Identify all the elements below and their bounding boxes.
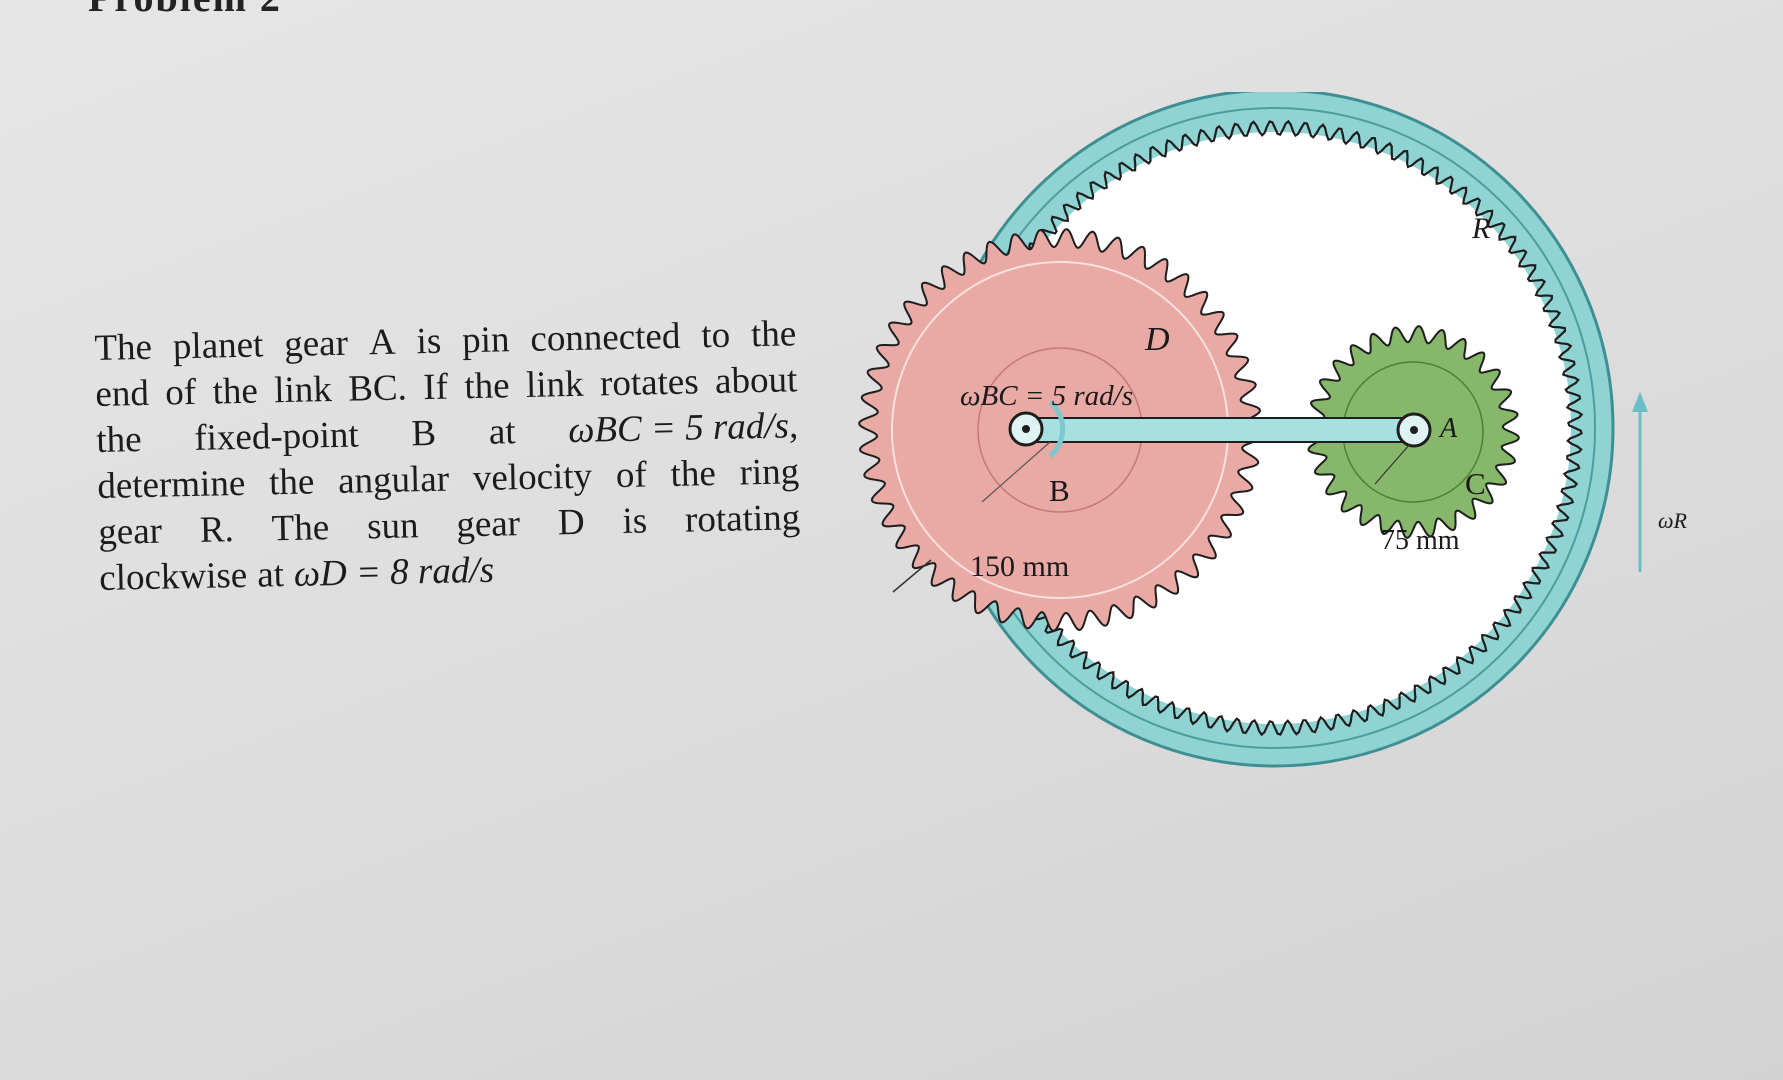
word: link	[525, 363, 584, 406]
word: planet	[172, 324, 264, 368]
word: R.	[199, 509, 235, 551]
word: rotates	[599, 361, 700, 405]
word: at	[488, 411, 516, 453]
problem-heading-fragment: Problem 2	[88, 0, 282, 21]
word: clockwise	[98, 554, 248, 599]
word: rotating	[684, 497, 801, 541]
word: sun	[366, 505, 419, 548]
word: velocity	[472, 455, 593, 500]
word: link	[273, 369, 333, 412]
word: of	[615, 454, 648, 497]
word: at	[256, 554, 285, 596]
pin-b-label: B	[1049, 473, 1070, 508]
figure-labels: R D ωBC = 5 rad/s A B C 150 mm 75 mm ωR	[960, 212, 1688, 583]
word: end	[95, 372, 150, 415]
word: the	[268, 461, 315, 504]
sun-radius-dimension-line	[892, 559, 932, 593]
word: the	[95, 419, 143, 461]
word: BC.	[347, 367, 408, 410]
word: determine	[96, 462, 246, 507]
pin-c-center	[1410, 426, 1418, 434]
word: If	[422, 366, 449, 409]
word: gear	[97, 510, 163, 553]
word: the	[670, 453, 717, 495]
omega-bc-expression: ωBC = 5 rad/s,	[567, 405, 799, 452]
word: A	[368, 321, 397, 364]
word: connected	[529, 315, 681, 360]
word: The	[271, 507, 330, 550]
sun-gear-label: D	[1144, 321, 1170, 358]
word: the	[463, 365, 510, 408]
omega-r-label: ωR	[1658, 508, 1688, 533]
sun-radius-leader	[981, 441, 1051, 503]
word: about	[714, 359, 798, 403]
word: The	[94, 326, 153, 369]
word: gear	[283, 322, 349, 366]
word: is	[416, 320, 442, 363]
word: the	[750, 313, 797, 356]
word: ring	[739, 451, 800, 494]
word: is	[622, 500, 648, 542]
word: of	[164, 371, 197, 414]
sun-radius-label: 150 mm	[970, 550, 1069, 583]
word: the	[212, 370, 259, 413]
planet-radius-label: 75 mm	[1381, 525, 1460, 556]
link-bc	[1024, 417, 1418, 443]
planet-radius-dimension-line	[1374, 443, 1411, 485]
pin-b-center	[1022, 425, 1030, 433]
word: angular	[337, 458, 450, 502]
omega-bc-rotation-arrow	[1048, 400, 1066, 458]
word: pin	[461, 319, 510, 362]
omega-r-arrow-head	[1632, 392, 1648, 412]
ring-gear-label: R	[1471, 212, 1490, 245]
word: D	[557, 501, 586, 544]
planet-gear-label: A	[1438, 413, 1458, 444]
omega-bc-label: ωBC = 5 rad/s	[960, 380, 1133, 412]
word: to	[700, 314, 731, 357]
omega-d-expression: ωD = 8 rad/s	[293, 549, 495, 595]
pin-c-label: C	[1465, 466, 1486, 501]
word: fixed-point	[193, 414, 360, 459]
planetary-gear-diagram: R D ωBC = 5 rad/s A B C 150 mm 75 mm ωR	[858, 92, 1688, 768]
gear-layer	[858, 92, 1648, 768]
problem-statement: The planet gear A is pin connected to th…	[94, 311, 802, 602]
word: B	[411, 412, 437, 455]
word: gear	[455, 503, 521, 546]
